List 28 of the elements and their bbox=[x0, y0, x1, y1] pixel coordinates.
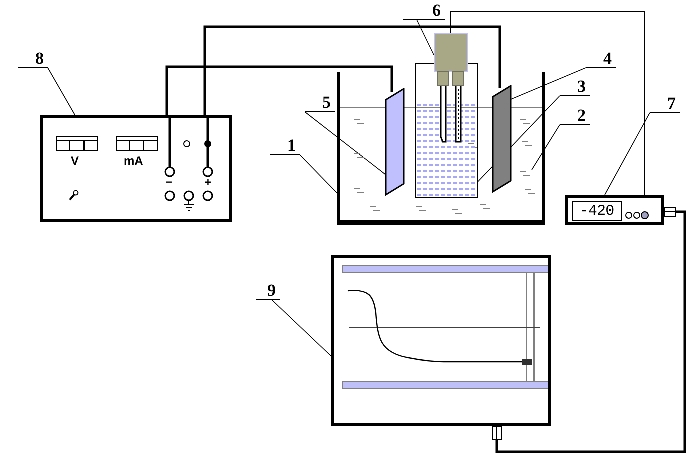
wire bbox=[450, 12, 646, 196]
wire bbox=[204, 26, 502, 115]
callout-number: 5 bbox=[305, 88, 335, 112]
leader-line bbox=[48, 68, 76, 116]
leader-line bbox=[300, 154, 338, 194]
leader-line bbox=[304, 112, 386, 176]
leader-line bbox=[272, 300, 332, 356]
leader-line bbox=[416, 20, 434, 56]
callout-number: 9 bbox=[256, 276, 280, 300]
callout-number: 8 bbox=[18, 42, 48, 68]
callout-number: 1 bbox=[270, 130, 300, 155]
polarity-sign: + bbox=[205, 178, 212, 189]
digital-display: -420 bbox=[572, 201, 622, 221]
wire bbox=[166, 66, 394, 115]
unit-label: V bbox=[71, 155, 80, 167]
callout-number: 2 bbox=[560, 100, 590, 125]
unit-label: mA bbox=[124, 155, 144, 167]
power-supply bbox=[40, 115, 232, 222]
leader-line bbox=[510, 68, 586, 100]
leader-line bbox=[604, 112, 650, 196]
polarity-sign: − bbox=[166, 178, 172, 189]
leader-line bbox=[532, 124, 560, 170]
callout-number: 6 bbox=[403, 0, 445, 20]
callout-number: 4 bbox=[586, 44, 616, 68]
callout-number: 7 bbox=[650, 88, 680, 113]
wire bbox=[496, 210, 686, 454]
callout-number: 3 bbox=[560, 72, 590, 96]
inner-cell bbox=[415, 63, 478, 198]
